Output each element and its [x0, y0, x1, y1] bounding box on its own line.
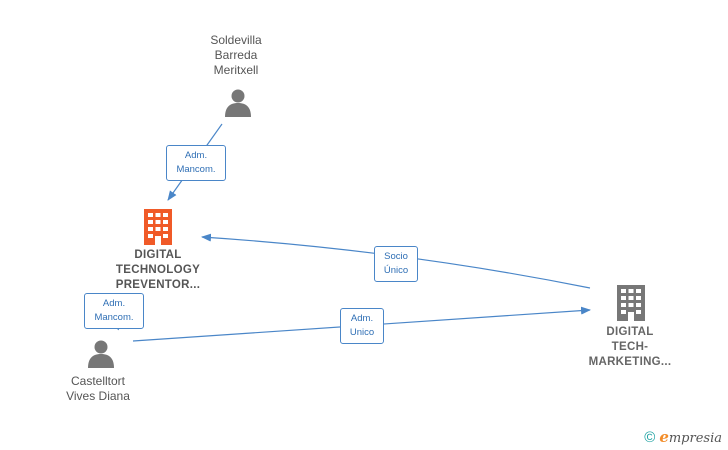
- brand-logo: empresia: [659, 428, 722, 446]
- building-icon[interactable]: [142, 209, 174, 245]
- node-label-castelltort[interactable]: Castelltort Vives Diana: [66, 374, 130, 403]
- copyright-icon: ©: [644, 428, 656, 446]
- node-label-digital-preventor[interactable]: DIGITAL TECHNOLOGY PREVENTOR...: [115, 249, 201, 291]
- edge-label-adm-mancom[interactable]: Adm. Mancom.: [166, 145, 226, 181]
- building-icon[interactable]: [615, 285, 647, 321]
- person-icon[interactable]: [223, 87, 253, 117]
- node-label-soldevilla[interactable]: Soldevilla Barreda Meritxell: [210, 33, 262, 77]
- brand-footer: © empresia: [644, 428, 722, 446]
- edge-label-adm-mancom[interactable]: Adm. Mancom.: [84, 293, 144, 329]
- node-label-digital-marketing[interactable]: DIGITAL TECH- MARKETING...: [588, 326, 672, 368]
- person-icon[interactable]: [86, 338, 116, 368]
- edge-label-socio-unico[interactable]: Socio Único: [374, 246, 418, 282]
- edge-label-adm-unico[interactable]: Adm. Unico: [340, 308, 384, 344]
